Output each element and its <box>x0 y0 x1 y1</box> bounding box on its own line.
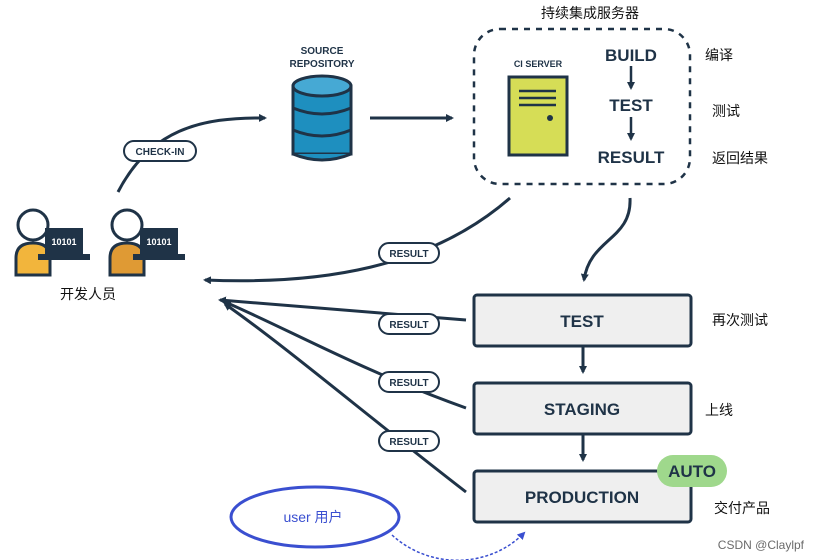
stage-test-box <box>472 293 693 348</box>
ci-result-arrow <box>203 196 511 285</box>
production-result-pill <box>378 430 440 452</box>
check-in-arrow <box>116 113 267 193</box>
stage-note-production: 交付产品 <box>714 500 770 517</box>
stage-staging-box <box>472 381 693 436</box>
ci-step-result: RESULT <box>598 148 665 167</box>
developer-icon-2 <box>108 208 185 277</box>
staging-result-pill <box>378 371 440 393</box>
production-result-label: RESULT <box>389 437 428 448</box>
developers-label: 开发人员 <box>60 287 116 303</box>
ci-result-label: RESULT <box>389 249 428 260</box>
test-result-label: RESULT <box>389 320 428 331</box>
database-icon <box>291 74 353 162</box>
ci-server-group <box>472 27 692 186</box>
check-in-label: CHECK-IN <box>136 147 185 158</box>
stage-production-label: PRODUCTION <box>525 488 639 507</box>
stage-test-label: TEST <box>560 312 604 331</box>
ci-note-result: 返回结果 <box>712 151 768 167</box>
user-annotation-label: user 用户 <box>283 509 342 525</box>
ci-server-title: 持续集成服务器 <box>541 5 639 22</box>
user-annotation-circle <box>229 485 401 549</box>
ci-server-label: CI SERVER <box>514 59 563 69</box>
ci-result-pill <box>378 242 440 264</box>
developer-icon-1 <box>14 208 90 277</box>
auto-badge-label: AUTO <box>668 462 716 481</box>
check-in-pill <box>123 140 197 162</box>
stage-staging-label: STAGING <box>544 400 620 419</box>
ci-note-test: 测试 <box>712 104 740 120</box>
source-repository-label-line1: SOURCE <box>301 46 344 57</box>
stage-production-box <box>472 469 693 524</box>
source-repository-label-line2: REPOSITORY <box>289 59 354 70</box>
server-icon <box>507 75 569 157</box>
ci-step-build: BUILD <box>605 46 657 65</box>
staging-result-arrow <box>223 300 467 410</box>
ci-note-build: 编译 <box>705 48 733 64</box>
watermark: CSDN @Claylpf <box>717 538 804 552</box>
stage-note-test: 再次测试 <box>712 313 768 329</box>
staging-result-label: RESULT <box>389 378 428 389</box>
ci-to-test-arrow <box>580 197 632 282</box>
user-annotation-arrow <box>391 531 526 560</box>
test-result-pill <box>378 313 440 335</box>
auto-badge <box>657 455 727 487</box>
stage-note-staging: 上线 <box>705 403 733 419</box>
laptop-text-2: 10101 <box>146 237 171 247</box>
production-result-arrow <box>223 302 467 494</box>
ci-step-test: TEST <box>609 96 653 115</box>
laptop-text-1: 10101 <box>51 237 76 247</box>
